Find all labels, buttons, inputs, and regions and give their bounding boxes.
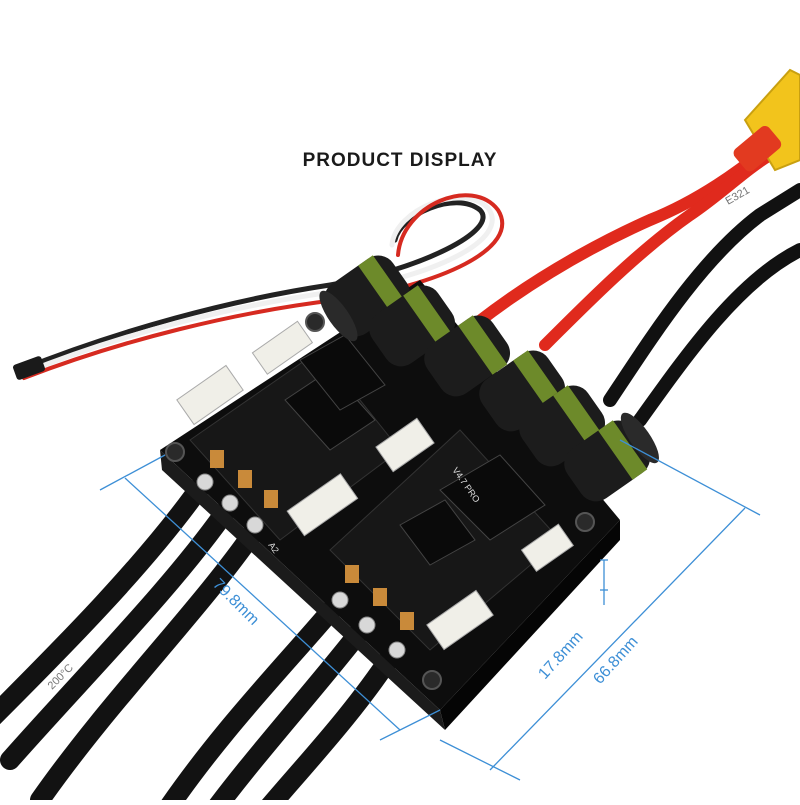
motor-phase-cables <box>0 470 405 805</box>
dimension-lines <box>99 439 761 781</box>
capacitors <box>319 255 659 502</box>
esc-module-right: V4.7 PRO <box>329 417 574 659</box>
signal-wire-bundle <box>13 193 505 380</box>
width-dimension: 66.8mm <box>590 633 641 687</box>
length-dimension: 79.8mm <box>209 576 262 629</box>
page-title: PRODUCT DISPLAY <box>302 150 498 171</box>
xt60-connector <box>733 68 800 172</box>
height-dimension: 17.8mm <box>535 628 586 682</box>
esc-module-left: A2 <box>176 320 401 555</box>
